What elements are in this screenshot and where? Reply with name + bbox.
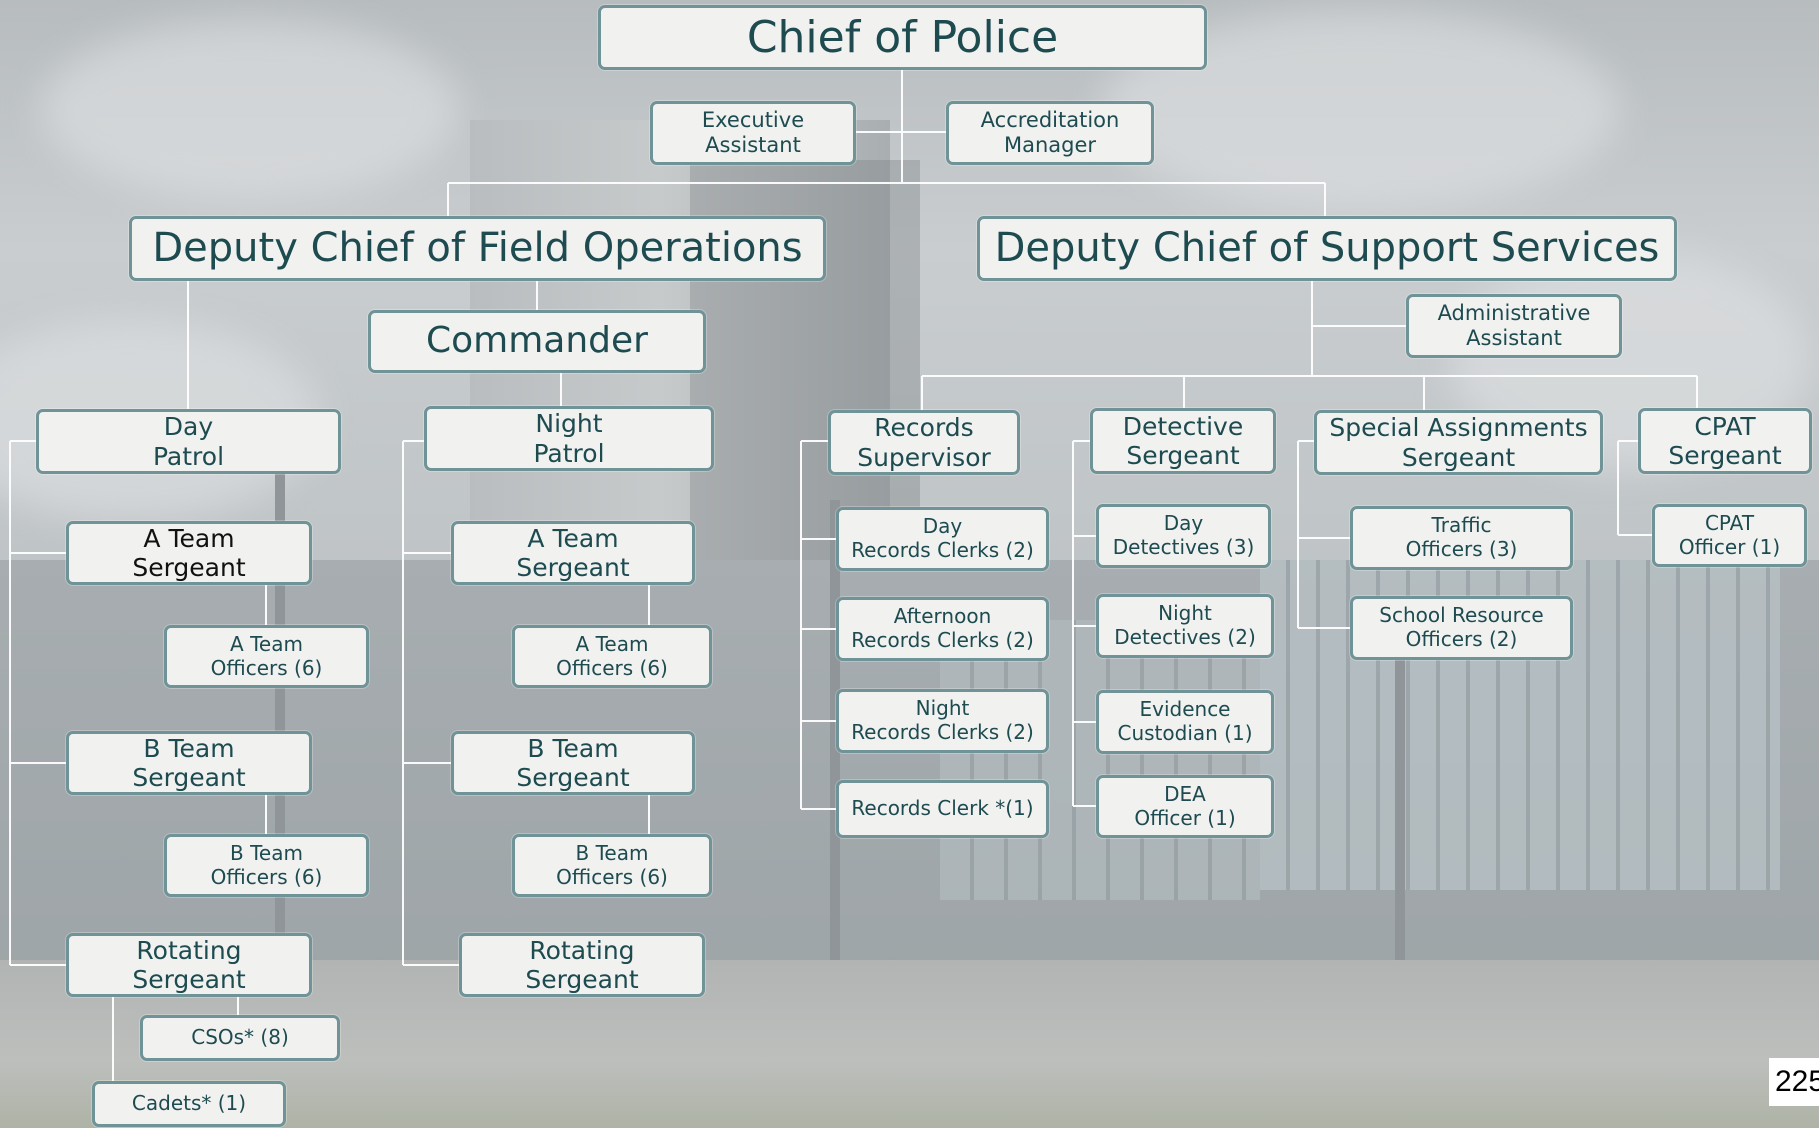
- day-a-team-sergeant-box: A Team Sergeant: [66, 521, 312, 585]
- night-patrol-box: Night Patrol: [424, 406, 714, 471]
- cadets-box: Cadets* (1): [92, 1081, 286, 1127]
- chief-of-police-box: Chief of Police: [598, 5, 1207, 70]
- csos-box: CSOs* (8): [140, 1015, 340, 1061]
- accreditation-manager-box: Accreditation Manager: [946, 101, 1154, 165]
- day-rotating-sergeant-box: Rotating Sergeant: [66, 933, 312, 997]
- commander-box: Commander: [368, 310, 706, 373]
- detective-sergeant-box: Detective Sergeant: [1090, 408, 1276, 474]
- night-a-team-sergeant-box: A Team Sergeant: [451, 521, 695, 585]
- day-detectives-box: Day Detectives (3): [1096, 504, 1271, 568]
- night-b-team-sergeant-box: B Team Sergeant: [451, 731, 695, 795]
- day-a-team-officers-box: A Team Officers (6): [164, 625, 369, 688]
- day-b-team-officers-box: B Team Officers (6): [164, 834, 369, 897]
- administrative-assistant-box: Administrative Assistant: [1406, 294, 1622, 358]
- night-rotating-sergeant-box: Rotating Sergeant: [459, 933, 705, 997]
- night-b-team-officers-box: B Team Officers (6): [512, 834, 712, 897]
- deputy-chief-field-operations-box: Deputy Chief of Field Operations: [129, 216, 826, 281]
- night-records-clerks-box: Night Records Clerks (2): [836, 689, 1049, 753]
- day-patrol-box: Day Patrol: [36, 409, 341, 474]
- records-clerk-box: Records Clerk *(1): [836, 780, 1049, 838]
- cpat-officer-box: CPAT Officer (1): [1652, 504, 1807, 567]
- executive-assistant-box: Executive Assistant: [650, 101, 856, 165]
- dea-officer-box: DEA Officer (1): [1096, 775, 1274, 838]
- cpat-sergeant-box: CPAT Sergeant: [1638, 408, 1812, 474]
- evidence-custodian-box: Evidence Custodian (1): [1096, 690, 1274, 754]
- traffic-officers-box: Traffic Officers (3): [1350, 506, 1573, 570]
- day-b-team-sergeant-box: B Team Sergeant: [66, 731, 312, 795]
- night-detectives-box: Night Detectives (2): [1096, 594, 1274, 658]
- afternoon-records-clerks-box: Afternoon Records Clerks (2): [836, 597, 1049, 661]
- school-resource-officers-box: School Resource Officers (2): [1350, 596, 1573, 660]
- deputy-chief-support-services-box: Deputy Chief of Support Services: [977, 216, 1677, 281]
- special-assignments-sergeant-box: Special Assignments Sergeant: [1314, 410, 1603, 475]
- night-a-team-officers-box: A Team Officers (6): [512, 625, 712, 688]
- records-supervisor-box: Records Supervisor: [828, 410, 1020, 475]
- page-number: 225: [1769, 1058, 1819, 1106]
- day-records-clerks-box: Day Records Clerks (2): [836, 507, 1049, 571]
